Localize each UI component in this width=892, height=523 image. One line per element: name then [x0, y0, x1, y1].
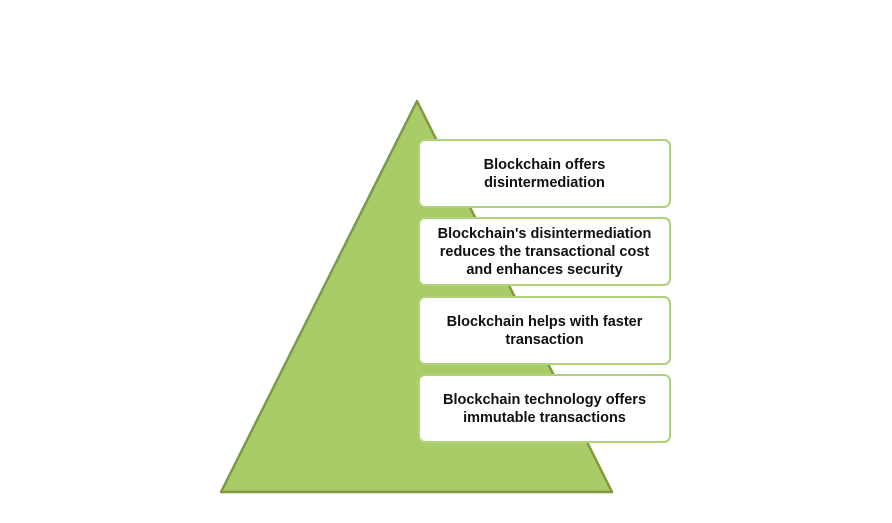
- pyramid-level-1-text: Blockchain offers disintermediation: [483, 156, 606, 191]
- pyramid-level-4-text: Blockchain technology offers immutable t…: [442, 391, 647, 426]
- pyramid-level-2-text: Blockchain's disintermediation reduces t…: [437, 225, 652, 278]
- pyramid-level-3-text: Blockchain helps with faster transaction: [446, 313, 643, 348]
- pyramid-level-4-box: Blockchain technology offers immutable t…: [418, 374, 671, 443]
- pyramid-level-3-box: Blockchain helps with faster transaction: [418, 296, 671, 365]
- pyramid-level-2-box: Blockchain's disintermediation reduces t…: [418, 217, 671, 286]
- pyramid-level-1-box: Blockchain offers disintermediation: [418, 139, 671, 208]
